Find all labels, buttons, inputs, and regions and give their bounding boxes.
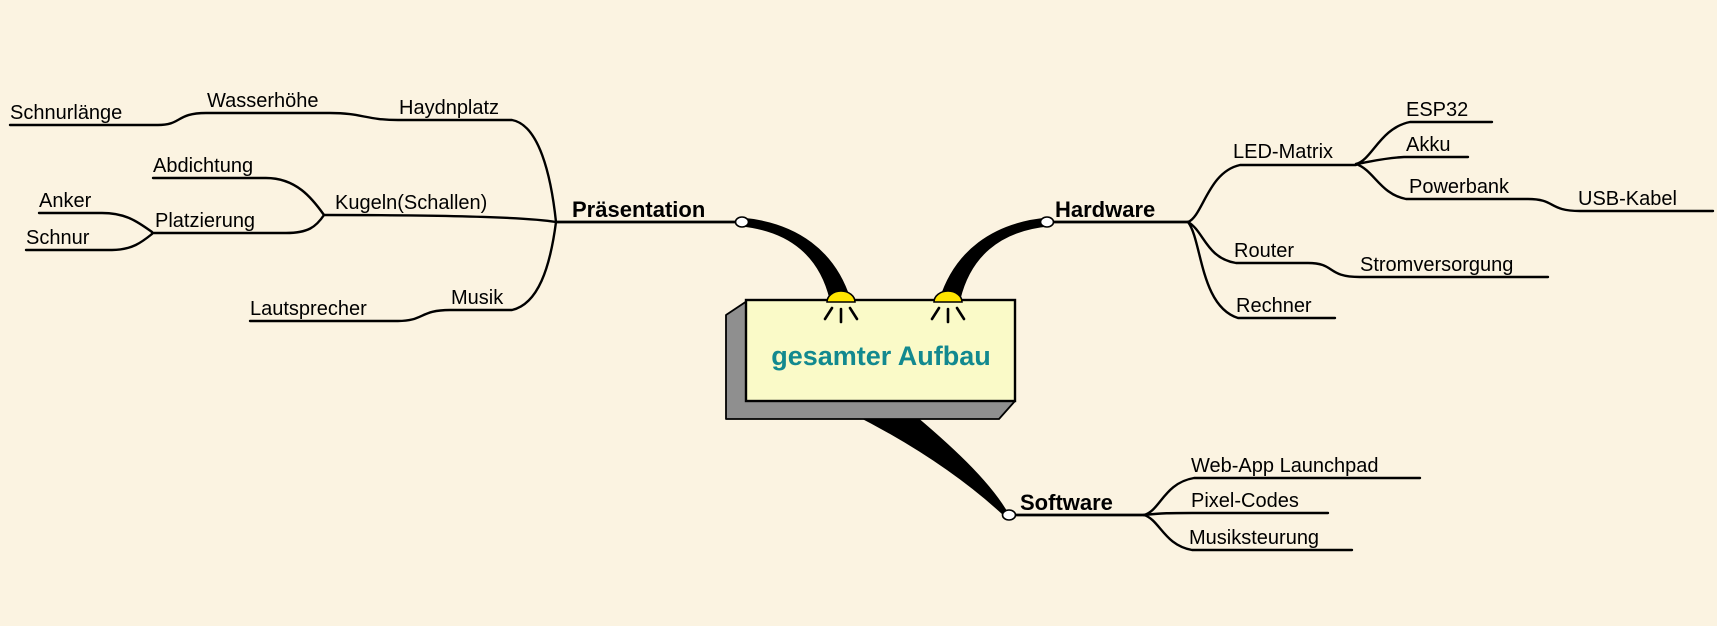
edge-powerbank-usb bbox=[1354, 162, 1715, 213]
node-abdichtung[interactable]: Abdichtung bbox=[153, 155, 254, 177]
edge-router-strom bbox=[1186, 220, 1550, 279]
edge-webapp-launchpad bbox=[1142, 476, 1422, 517]
node-stromversorgung[interactable]: Stromversorgung bbox=[1360, 254, 1514, 276]
edge-led-matrix bbox=[1186, 163, 1358, 224]
node-lautsprecher[interactable]: Lautsprecher bbox=[250, 298, 367, 320]
node-software[interactable]: Software bbox=[1020, 490, 1113, 515]
edge-anker bbox=[37, 211, 154, 234]
node-kugeln-schallen[interactable]: Kugeln(Schallen) bbox=[335, 192, 488, 214]
node-hardware[interactable]: Hardware bbox=[1055, 197, 1156, 222]
collapse-handle-software[interactable] bbox=[1001, 509, 1017, 521]
edge-pixel-codes bbox=[1142, 511, 1330, 517]
edge-platzierung bbox=[150, 213, 326, 235]
node-router[interactable]: Router bbox=[1234, 240, 1295, 262]
lamp-icon bbox=[823, 290, 859, 324]
node-wasserhoehe[interactable]: Wasserhöhe bbox=[207, 90, 319, 112]
node-rechner[interactable]: Rechner bbox=[1236, 295, 1312, 317]
root-node-box[interactable] bbox=[744, 298, 1017, 403]
edge-abdichtung bbox=[151, 176, 326, 217]
edge-akku bbox=[1354, 155, 1470, 166]
edge-esp32 bbox=[1354, 120, 1494, 166]
node-musik[interactable]: Musik bbox=[451, 287, 504, 309]
edge-musik-chain bbox=[248, 220, 558, 323]
collapse-handle-hardware[interactable] bbox=[1039, 216, 1055, 228]
node-usb-kabel[interactable]: USB-Kabel bbox=[1578, 188, 1677, 210]
node-webapp-launchpad[interactable]: Web-App Launchpad bbox=[1191, 455, 1379, 477]
edge-rechner bbox=[1186, 220, 1337, 320]
node-musiksteurung[interactable]: Musiksteurung bbox=[1189, 527, 1320, 549]
node-powerbank[interactable]: Powerbank bbox=[1409, 176, 1510, 198]
node-platzierung[interactable]: Platzierung bbox=[155, 210, 256, 232]
node-haydnplatz[interactable]: Haydnplatz bbox=[399, 97, 500, 119]
edge-kugeln bbox=[322, 213, 558, 224]
node-anker[interactable]: Anker bbox=[39, 190, 92, 212]
root-node-label[interactable]: gesamter Aufbau bbox=[771, 341, 991, 371]
trunk-software bbox=[851, 409, 1008, 520]
trunk-praesentation bbox=[740, 217, 851, 300]
node-schnur[interactable]: Schnur bbox=[26, 227, 90, 249]
lamp-icon bbox=[930, 290, 966, 324]
node-akku[interactable]: Akku bbox=[1406, 134, 1451, 156]
node-schnurlaenge[interactable]: Schnurlänge bbox=[10, 102, 123, 124]
node-led-matrix[interactable]: LED-Matrix bbox=[1233, 141, 1334, 163]
node-praesentation[interactable]: Präsentation bbox=[572, 197, 706, 222]
edge-schnur bbox=[24, 232, 154, 252]
trunk-hardware bbox=[939, 217, 1049, 300]
edge-haydnplatz-chain bbox=[8, 111, 558, 224]
edge-musiksteurung bbox=[1142, 513, 1354, 552]
node-pixel-codes[interactable]: Pixel-Codes bbox=[1191, 490, 1299, 512]
node-esp32[interactable]: ESP32 bbox=[1406, 99, 1469, 121]
collapse-handle-praesentation[interactable] bbox=[734, 216, 750, 228]
